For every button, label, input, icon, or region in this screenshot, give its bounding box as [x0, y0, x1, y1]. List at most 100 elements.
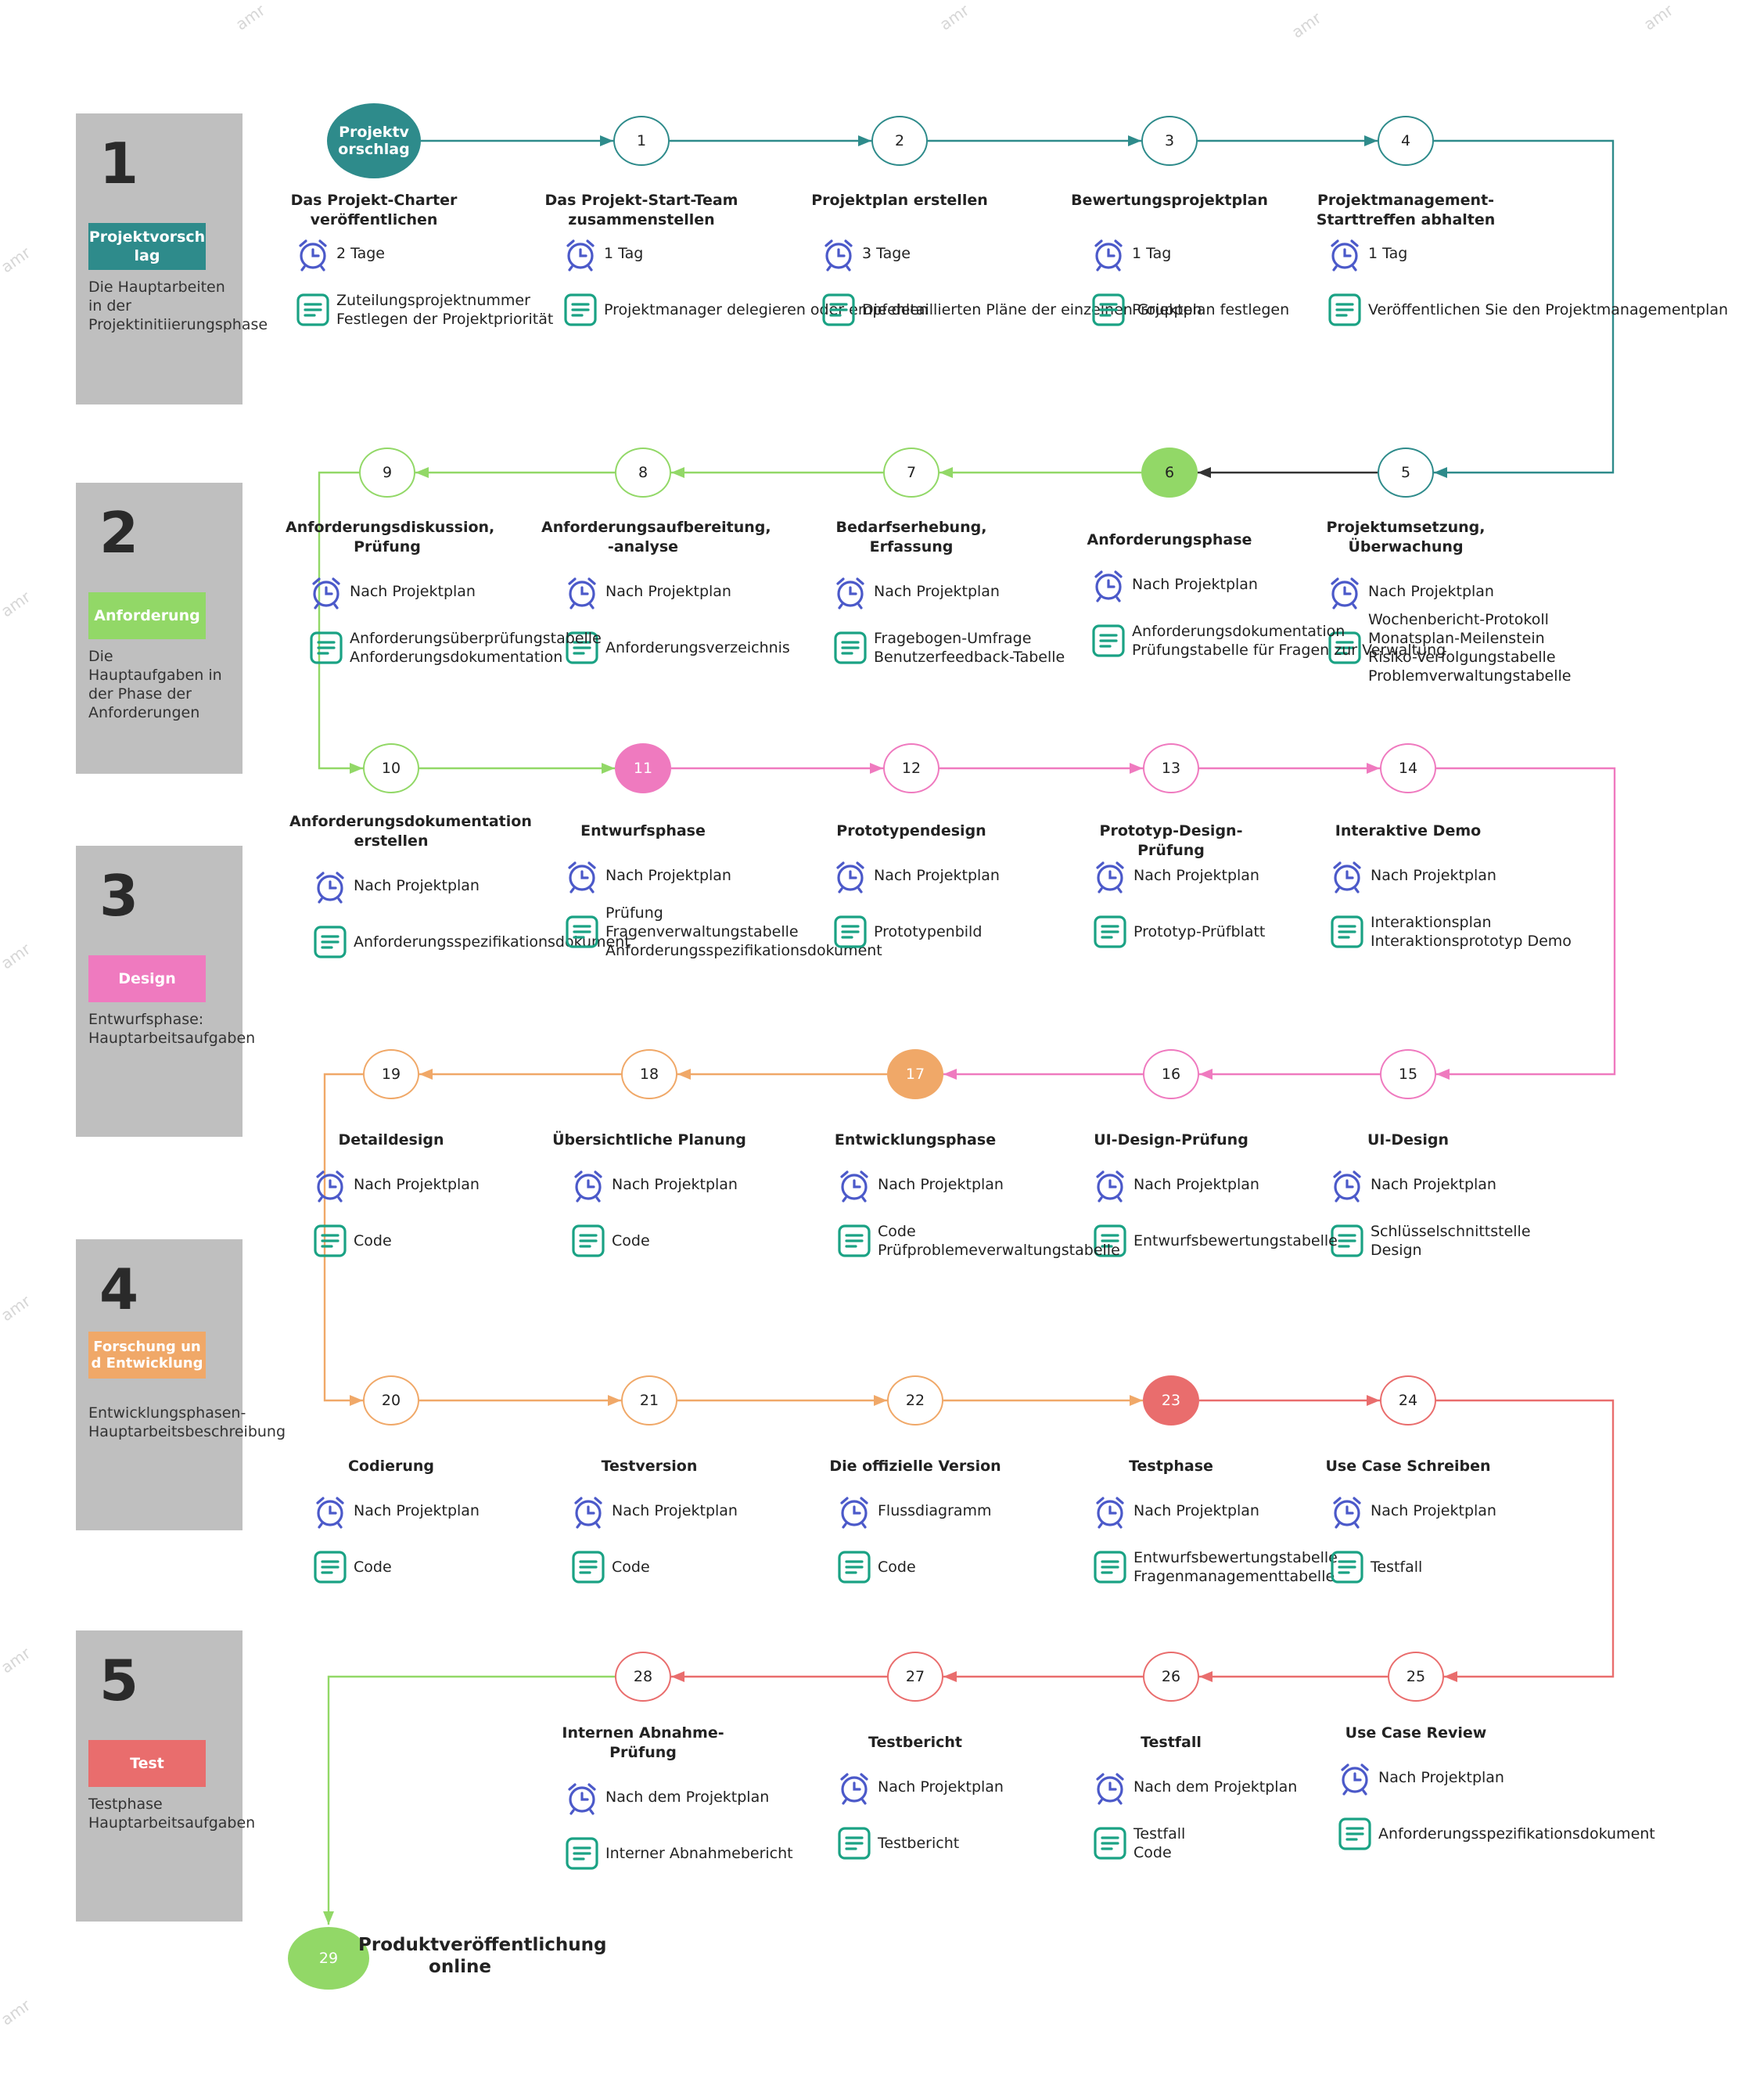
step-deliverable: Interaktionsplan Interaktionsprototyp De…: [1371, 914, 1572, 950]
step-title: Codierung: [347, 1458, 435, 1475]
document-icon: [311, 1222, 349, 1260]
phase-description: Die Hauptaufgaben in der Phase der Anfor…: [88, 648, 222, 721]
clock-icon: [1091, 1166, 1129, 1203]
step-title: Bewertungsprojektplan: [1071, 192, 1268, 209]
step-duration: Nach Projektplan: [350, 583, 476, 600]
step-title: Übersichtliche Planung: [552, 1131, 746, 1149]
clock-icon: [1091, 1768, 1129, 1806]
step-title: Anforderungsaufbereitung, -analyse: [541, 519, 771, 555]
document-icon: [1091, 913, 1129, 951]
document-icon: [835, 1548, 873, 1586]
document-icon: [569, 1548, 607, 1586]
step-deliverable: Entwurfsbewertungstabelle: [1133, 1232, 1338, 1249]
step-title: Use Case Schreiben: [1325, 1458, 1491, 1475]
connector-arrowhead: [1364, 135, 1378, 146]
step-deliverable: Anforderungsverzeichnis: [605, 639, 790, 656]
phase-number: 3: [99, 863, 139, 929]
step-node: 28: [615, 1652, 671, 1702]
step-duration: Nach dem Projektplan: [605, 1789, 770, 1806]
step-node: 18: [621, 1049, 677, 1099]
step-duration: Nach Projektplan: [612, 1176, 738, 1193]
step-deliverable: Prototypenbild: [874, 923, 983, 940]
step-node: 5: [1378, 448, 1434, 498]
step-title: Anforderungsdokumentation erstellen: [289, 813, 532, 850]
step-node: 2: [871, 116, 928, 166]
clock-icon: [307, 573, 345, 610]
document-icon: [311, 923, 349, 961]
step-duration: Nach Projektplan: [605, 867, 731, 884]
clock-icon: [311, 1166, 349, 1203]
connector-line: [323, 1073, 363, 1402]
step-deliverable: Anforderungsspezifikationsdokument: [1378, 1825, 1655, 1843]
step-deliverable: Anforderungsspezifikationsdokument: [354, 933, 631, 951]
clock-icon: [563, 1778, 601, 1816]
step-node: 19: [363, 1049, 419, 1099]
step-duration: 3 Tage: [862, 245, 911, 262]
step-title: Projektumsetzung, Überwachung: [1326, 519, 1486, 555]
phase-description: Entwicklungsphasen-Hauptarbeitsbeschreib…: [88, 1404, 286, 1440]
step-duration: Nach Projektplan: [1133, 1176, 1259, 1193]
phase-tag: Design: [88, 955, 206, 1002]
step-title: Bedarfserhebung, Erfassung: [835, 519, 987, 555]
step-title: Das Projekt-Charter veröffentlichen: [290, 192, 458, 228]
step-title: Detaildesign: [338, 1131, 444, 1149]
step-title: UI-Design-Prüfung: [1094, 1131, 1248, 1149]
document-icon: [832, 629, 869, 667]
step-duration: Nach Projektplan: [1371, 1502, 1496, 1519]
document-icon: [835, 1825, 873, 1862]
step-deliverable: Anforderungsdokumentation Prüfungstabell…: [1132, 623, 1446, 659]
phase-tag: Forschung und Entwicklung: [88, 1332, 206, 1379]
clock-icon: [1328, 1492, 1366, 1530]
connector-arrowhead: [350, 763, 363, 774]
clock-icon: [1090, 235, 1127, 272]
connector-arrowhead: [1199, 1069, 1213, 1080]
phase-number: 2: [99, 500, 139, 566]
step-node: 6: [1141, 448, 1198, 498]
document-icon: [1328, 1222, 1366, 1260]
step-node: 10: [363, 743, 419, 793]
step-node: 27: [887, 1652, 943, 1702]
connector-arrowhead: [671, 467, 684, 478]
step-node: 17: [887, 1049, 943, 1099]
step-node: 11: [615, 743, 671, 793]
step-title: Projektmanagement-Starttreffen abhalten: [1316, 192, 1496, 228]
step-duration: Nach Projektplan: [1378, 1769, 1504, 1786]
step-title: Internen Abnahme-Prüfung: [562, 1724, 724, 1761]
step-node: 7: [883, 448, 939, 498]
document-icon: [307, 629, 345, 667]
step-title: Testversion: [601, 1458, 698, 1475]
document-icon: [562, 291, 599, 329]
document-icon: [1328, 913, 1366, 951]
document-icon: [1326, 291, 1363, 329]
step-duration: 1 Tag: [1132, 245, 1172, 262]
clock-icon: [1091, 857, 1129, 894]
document-icon: [1091, 1222, 1129, 1260]
step-title: Das Projekt-Start-Team zusammenstellen: [544, 192, 738, 228]
clock-icon: [835, 1768, 873, 1806]
step-node: 13: [1143, 743, 1199, 793]
document-icon: [1328, 1548, 1366, 1586]
document-icon: [563, 629, 601, 667]
connector-arrowhead: [1130, 763, 1143, 774]
step-duration: 1 Tag: [604, 245, 644, 262]
document-icon: [1091, 1825, 1129, 1862]
connector-arrowhead: [415, 467, 429, 478]
document-icon: [1336, 1815, 1374, 1853]
phase-description: Die Hauptarbeiten in der Projektinitiier…: [88, 279, 268, 333]
step-deliverable: Code: [612, 1232, 650, 1249]
step-node: 8: [615, 448, 671, 498]
document-icon: [563, 913, 601, 951]
clock-icon: [294, 235, 332, 272]
connector-arrowhead: [608, 1395, 621, 1406]
step-deliverable: Veröffentlichen Sie den Projektmanagemen…: [1368, 301, 1729, 318]
clock-icon: [563, 857, 601, 894]
phase-tag: Test: [88, 1740, 206, 1787]
connector-arrowhead: [1367, 1395, 1380, 1406]
connector-arrowhead: [1436, 1069, 1450, 1080]
connector-arrowhead: [1128, 135, 1141, 146]
clock-icon: [835, 1166, 873, 1203]
step-duration: Nach Projektplan: [874, 583, 1000, 600]
